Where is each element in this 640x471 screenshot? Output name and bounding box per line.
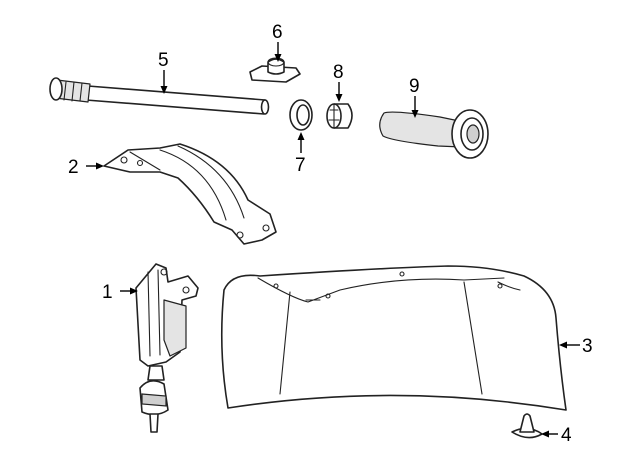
callout-7: 7 [295, 155, 306, 176]
part-2-bracket [103, 143, 277, 245]
part-8-cap [326, 103, 353, 129]
leader-8 [335, 82, 343, 102]
callout-3: 3 [582, 336, 593, 357]
part-5-rod [49, 77, 270, 115]
part-6-clip [249, 57, 301, 83]
leader-4 [541, 430, 558, 438]
leader-6 [274, 42, 282, 62]
callout-2: 2 [68, 157, 79, 178]
part-3-panel [220, 265, 567, 411]
part-7-ring [289, 99, 313, 131]
callout-5: 5 [158, 50, 169, 71]
callout-8: 8 [333, 62, 344, 83]
callout-4: 4 [561, 425, 572, 446]
callout-9: 9 [409, 76, 420, 97]
leader-2 [86, 162, 104, 170]
callout-6: 6 [272, 22, 283, 43]
leader-9 [411, 96, 419, 118]
part-1-jack [135, 263, 199, 433]
part-9-handle [379, 109, 489, 159]
leader-5 [160, 70, 168, 94]
callout-1: 1 [102, 282, 113, 303]
leader-3 [559, 341, 580, 349]
part-4-pin [511, 413, 543, 439]
leader-1 [120, 287, 138, 295]
leader-7 [297, 132, 305, 153]
